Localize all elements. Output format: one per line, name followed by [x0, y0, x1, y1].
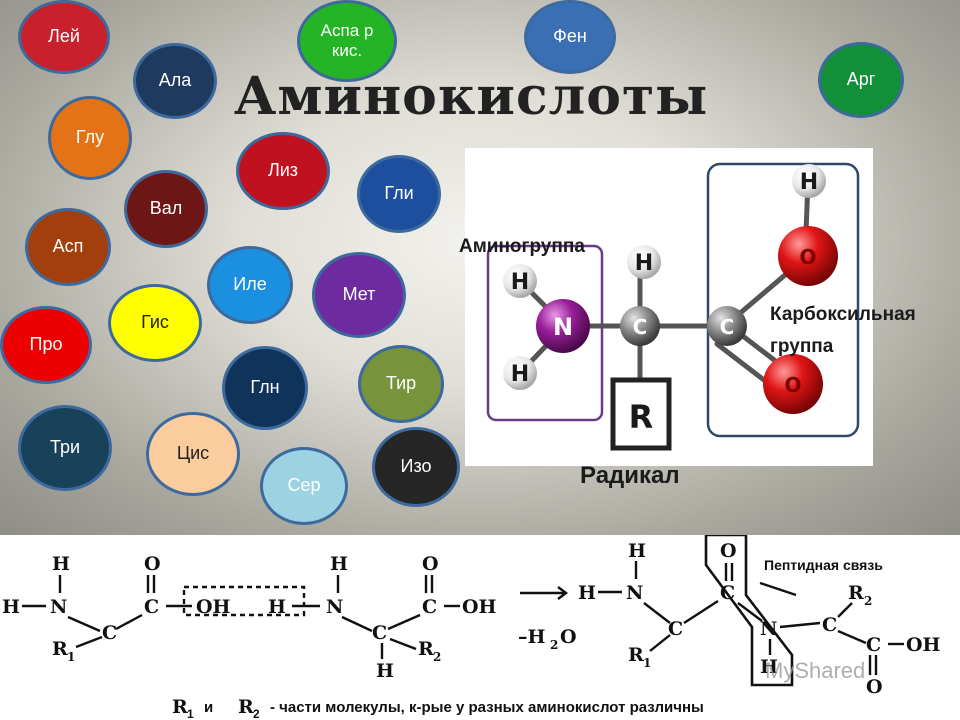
alpha-carbon-atom	[620, 306, 660, 346]
amino-ile: Иле	[207, 246, 293, 324]
rx-c: C	[668, 618, 683, 640]
hydrogen-atom	[503, 264, 537, 298]
rx-r2: R	[418, 638, 434, 660]
atom-label-h: H	[511, 362, 529, 387]
reaction-panel	[0, 535, 960, 720]
amino-phe: Фен	[524, 0, 616, 74]
amino-group-label: Аминогруппа	[459, 236, 585, 257]
amino-val: Вал	[124, 170, 208, 248]
carbonyl-oxygen-atom	[763, 354, 823, 414]
footer-r2-sub: 2	[253, 707, 260, 720]
radical-letter: R	[629, 398, 654, 436]
amino-ile2: Изо	[372, 427, 460, 507]
rx-minus-h2o: –H	[518, 626, 546, 648]
amino-asp: Асп	[25, 208, 111, 286]
peptide-reaction: H H N C R 1 C O OH H H N C H C O OH R 2 …	[2, 535, 941, 720]
amino-leu: Лей	[18, 0, 110, 74]
rx-h: H	[760, 656, 778, 678]
rx-h: H	[2, 596, 20, 618]
rx-o: O	[144, 553, 161, 575]
rx-h2o-sub: 2	[550, 638, 558, 652]
amino-trp: Три	[18, 405, 112, 491]
atom-label-o: O	[799, 245, 816, 269]
rx-c: C	[372, 622, 387, 644]
carboxyl-group-label-line1: Карбоксильная	[770, 304, 916, 325]
footer-r1: R	[172, 696, 188, 718]
rx-r1-sub: 1	[643, 656, 651, 670]
rx-r1: R	[52, 638, 68, 660]
amino-glu: Глу	[48, 96, 132, 180]
amino-ser: Сер	[260, 447, 348, 525]
rx-n: N	[326, 596, 343, 618]
footer-r1-sub: 1	[187, 707, 194, 720]
hydrogen-atom	[503, 356, 537, 390]
hydroxyl-oxygen-atom	[778, 226, 838, 286]
hydrogen-atom	[627, 245, 661, 279]
atom-label-c: C	[633, 315, 648, 339]
amino-pro: Про	[0, 306, 92, 384]
rx-h: H	[52, 553, 70, 575]
carboxyl-group-box	[706, 162, 860, 438]
rx-r1: R	[628, 644, 644, 666]
rx-r2-sub: 2	[864, 594, 872, 608]
rx-h: H	[376, 660, 394, 682]
rx-o: O	[422, 553, 439, 575]
carboxyl-group-label-line2: группа	[770, 336, 834, 357]
rx-o: O	[720, 540, 737, 562]
footer-text: - части молекулы, к-рые у разных аминоки…	[270, 699, 704, 716]
hydrogen-atom	[792, 164, 826, 198]
carboxyl-carbon-atom	[707, 306, 747, 346]
rx-c: C	[144, 596, 159, 618]
atom-label-h: H	[800, 170, 818, 195]
amino-asp-acid: Аспа р кис.	[297, 0, 397, 82]
rx-o: O	[866, 676, 883, 698]
atom-label-o: O	[784, 373, 801, 397]
atom-label-c: C	[720, 315, 735, 339]
rx-h: H	[578, 582, 596, 604]
amino-lys: Лиз	[236, 132, 330, 210]
amino-tyr: Тир	[358, 345, 444, 423]
rx-n: N	[50, 596, 67, 618]
amino-gly: Гли	[357, 155, 441, 233]
nitrogen-atom	[536, 299, 590, 353]
rx-h2o-o: O	[560, 626, 577, 648]
rx-h: H	[330, 553, 348, 575]
rx-r1-sub: 1	[67, 650, 75, 664]
atom-label-n: N	[553, 313, 573, 341]
amino-group-box	[486, 244, 604, 422]
rx-r2-sub: 2	[433, 650, 441, 664]
rx-c: C	[822, 614, 837, 636]
rx-oh: OH	[196, 596, 231, 618]
amino-gln: Глн	[222, 346, 308, 430]
amino-arg: Арг	[818, 42, 904, 118]
watermark-logo: MyShared	[765, 658, 866, 683]
amino-his: Гис	[108, 284, 202, 362]
amino-cys: Цис	[146, 412, 240, 496]
rx-r2: R	[848, 582, 864, 604]
radical-box	[610, 377, 672, 451]
rx-n: N	[626, 582, 643, 604]
atom-label-h: H	[511, 270, 529, 295]
footer-and: и	[204, 699, 213, 716]
rx-c: C	[422, 596, 437, 618]
peptide-bond-label: Пептидная связь	[764, 557, 883, 573]
rx-h: H	[628, 540, 646, 562]
rx-n: N	[760, 618, 777, 640]
radical-label: Радикал	[580, 462, 680, 489]
rx-c: C	[866, 634, 881, 656]
rx-h: H	[268, 596, 286, 618]
amino-ala: Ала	[133, 43, 217, 119]
rx-c: C	[102, 622, 117, 644]
amino-acid-structure: H H N C H C O H O R	[465, 148, 873, 466]
footer-r2: R	[238, 696, 254, 718]
page-title: Аминокислоты	[234, 66, 709, 127]
atom-label-h: H	[635, 251, 653, 276]
rx-oh: OH	[462, 596, 497, 618]
amino-met: Мет	[312, 252, 406, 338]
rx-oh: OH	[906, 634, 941, 656]
